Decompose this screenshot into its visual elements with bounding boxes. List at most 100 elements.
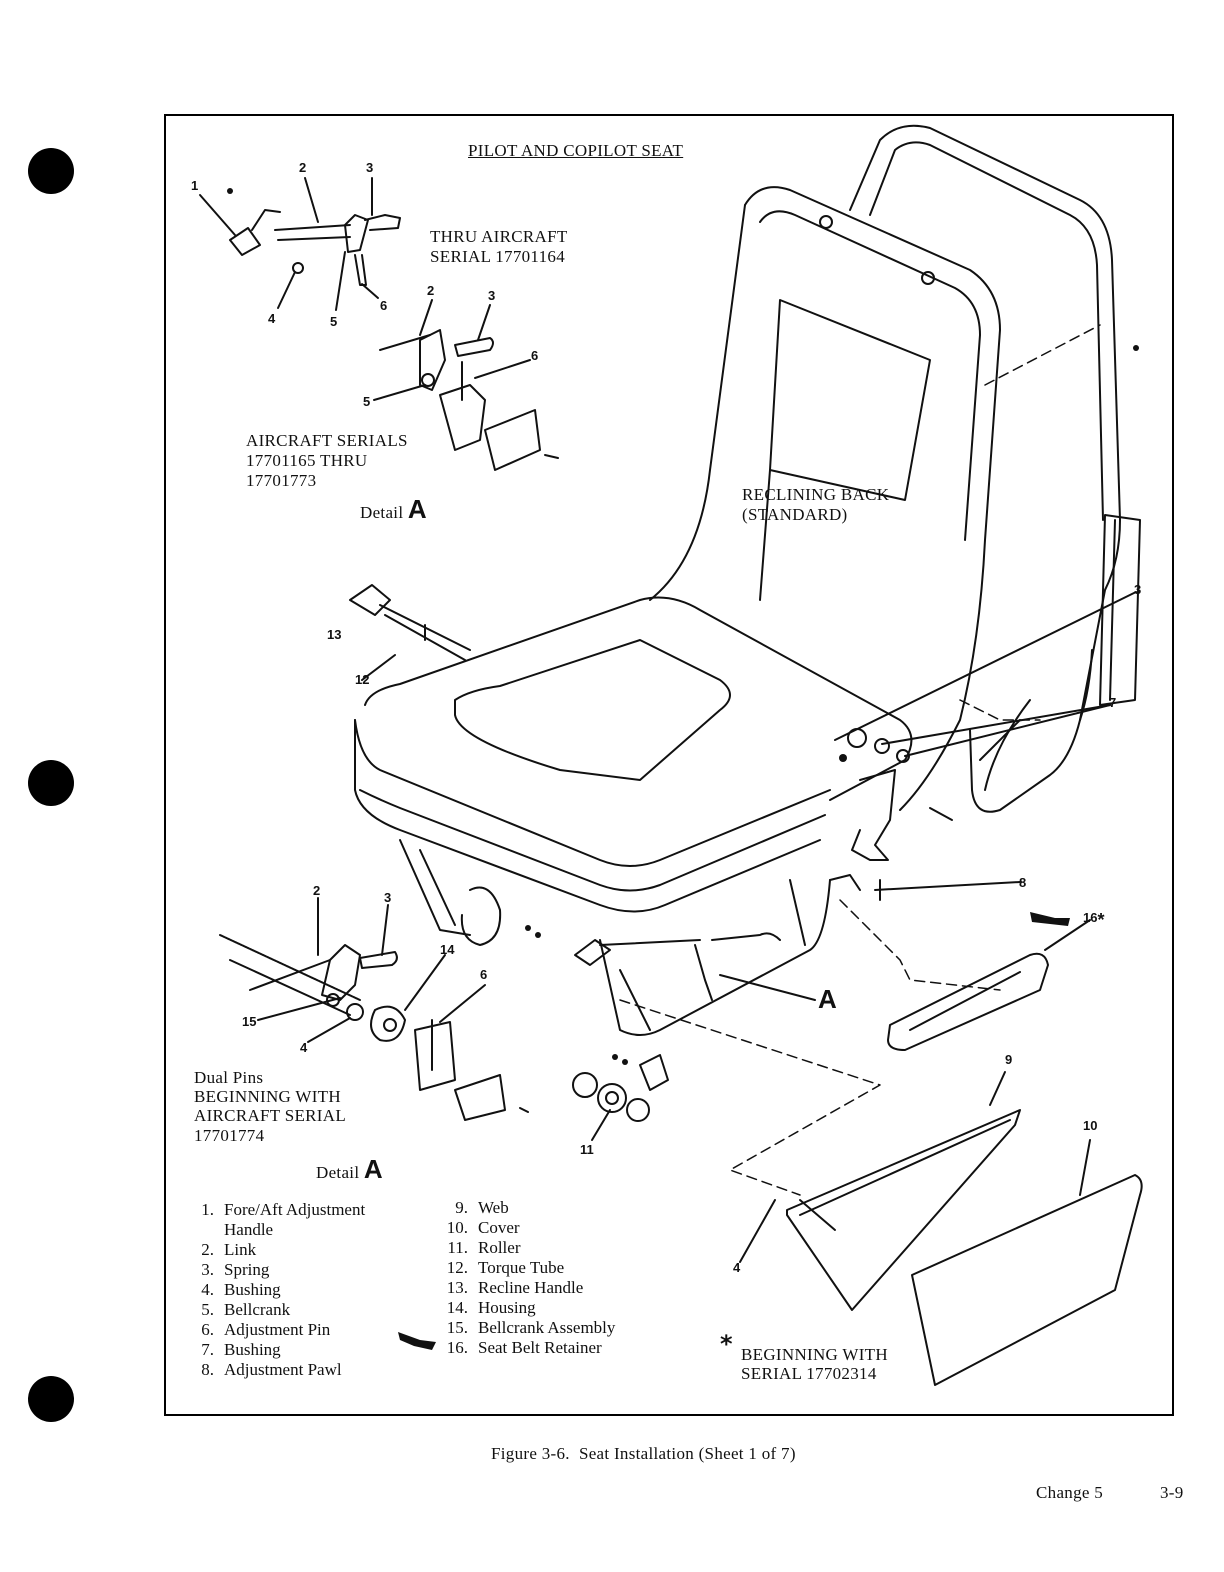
detail-a-callout: A	[818, 984, 837, 1014]
callout-13: 13	[327, 627, 342, 642]
binder-hole-bottom	[28, 1376, 74, 1422]
binder-hole-top	[28, 148, 74, 194]
legend-label-continuation: Handle	[224, 1220, 274, 1239]
callout-4: 4	[300, 1040, 308, 1055]
legend-number: 1.	[201, 1200, 214, 1219]
figure-caption: Figure 3-6. Seat Installation (Sheet 1 o…	[491, 1444, 796, 1463]
callout-1: 1	[191, 178, 199, 193]
legend-number: 4.	[201, 1280, 214, 1299]
legend-label: Link	[224, 1240, 257, 1259]
serial-note-line2: SERIAL 17702314	[741, 1364, 877, 1383]
detail-letter: A	[407, 494, 427, 524]
callout-2: 2	[299, 160, 307, 175]
seat-cushion	[354, 596, 913, 913]
legend-item: 1. Fore/Aft Adjustment	[180, 1200, 365, 1220]
callout-3: 3	[488, 288, 496, 303]
serial-range-label-line1: AIRCRAFT SERIALS	[246, 431, 408, 450]
legend-label: Adjustment Pin	[224, 1320, 331, 1339]
dual-pins-label-line1: Dual Pins	[194, 1068, 264, 1087]
callout-16-number: 16	[1083, 910, 1098, 925]
legend-label: Housing	[478, 1298, 536, 1317]
change-number: Change 5	[1036, 1483, 1104, 1502]
callout-11: 11	[580, 1142, 594, 1157]
legend-number: 6.	[201, 1320, 214, 1339]
legend-item: 16.Seat Belt Retainer	[434, 1338, 615, 1358]
dual-pins-label-line2: BEGINNING WITH	[194, 1087, 341, 1106]
legend-item: 12. Torque Tube	[434, 1258, 615, 1278]
legend-item: 7. Bushing	[180, 1340, 365, 1360]
legend-label: Bellcrank	[224, 1300, 291, 1319]
legend-item: 14.Housing	[434, 1298, 615, 1318]
legend-item-continuation: Handle	[180, 1220, 365, 1240]
callout-9: 9	[1005, 1052, 1013, 1067]
dual-pins-label-line4: 17701774	[194, 1126, 265, 1145]
legend-number: 12.	[446, 1258, 468, 1277]
detail-word: Detail	[360, 503, 404, 522]
callout-5: 5	[330, 314, 338, 329]
serial-note-line1: BEGINNING WITH	[741, 1345, 888, 1364]
page-number: 3-9	[1160, 1483, 1184, 1502]
legend-label: Fore/Aft Adjustment	[224, 1200, 366, 1219]
callout-5: 5	[363, 394, 371, 409]
figure-frame	[164, 114, 1174, 1416]
reclining-back-label-line2: (STANDARD)	[742, 505, 848, 524]
parts-legend-left: 1. Fore/Aft Adjustment Handle 2. Link 3. Sp…	[180, 1200, 365, 1380]
legend-number: 8.	[201, 1360, 214, 1379]
callout-6: 6	[531, 348, 539, 363]
legend-item: 10.Cover	[434, 1218, 615, 1238]
legend-item: 13. Recline Handle	[434, 1278, 615, 1298]
callout-14: 14	[440, 942, 455, 957]
detail-a-top-caption: Detail A	[360, 496, 427, 522]
detail-word: Detail	[316, 1163, 360, 1182]
callout-2: 2	[313, 883, 321, 898]
thru-serial-label-line2: SERIAL 17701164	[430, 247, 565, 266]
detail-a-bottom-caption: Detail A	[316, 1156, 383, 1182]
callout-6: 6	[480, 967, 488, 982]
callout-4: 4	[268, 311, 276, 326]
detail-letter: A	[363, 1154, 383, 1184]
legend-number: 3.	[201, 1260, 214, 1279]
binder-hole-middle	[28, 760, 74, 806]
callout-6: 6	[380, 298, 388, 313]
legend-number: 5.	[201, 1300, 214, 1319]
legend-item: 6. Adjustment Pin	[180, 1320, 365, 1340]
legend-item: 3. Spring	[180, 1260, 365, 1280]
thru-serial-label-line1: THRU AIRCRAFT	[430, 227, 568, 246]
legend-label: Spring	[224, 1260, 270, 1279]
legend-item: 4. Bushing	[180, 1280, 365, 1300]
legend-number: 9.	[455, 1198, 468, 1217]
callout-10: 10	[1083, 1118, 1098, 1133]
rear-backrest	[849, 124, 1121, 813]
legend-item: 15.Bellcrank Assembly	[434, 1318, 616, 1338]
legend-item: 11.Roller	[434, 1238, 615, 1258]
legend-label: Recline Handle	[478, 1278, 584, 1297]
callout-16: 16*	[1083, 910, 1104, 931]
legend-item: 8. Adjustment Pawl	[180, 1360, 365, 1380]
reclining-back-label-line1: RECLINING BACK	[742, 485, 890, 504]
legend-number: 15.	[446, 1318, 468, 1337]
callout-16-star: *	[1097, 910, 1105, 930]
legend-label: Web	[478, 1198, 509, 1217]
legend-label: Adjustment Pawl	[224, 1360, 342, 1379]
legend-label: Bushing	[224, 1340, 281, 1359]
legend-item: 5. Bellcrank	[180, 1300, 365, 1320]
callout-3: 3	[366, 160, 374, 175]
note-star: *	[720, 1330, 733, 1358]
callout-4: 4	[733, 1260, 741, 1275]
legend-label: Seat Belt Retainer	[478, 1338, 602, 1357]
legend-label: Roller	[478, 1238, 521, 1257]
legend-label: Torque Tube	[478, 1258, 565, 1277]
dual-pins-label-line3: AIRCRAFT SERIAL	[194, 1106, 347, 1125]
legend-number: 13.	[446, 1278, 468, 1297]
legend-item: 2. Link	[180, 1240, 365, 1260]
legend-number: 7.	[201, 1340, 214, 1359]
serial-range-label-line2: 17701165 THRU	[246, 451, 368, 470]
legend-number: 2.	[201, 1240, 214, 1259]
legend-label: Bushing	[224, 1280, 281, 1299]
callout-8: 8	[1019, 875, 1027, 890]
figure-title: PILOT AND COPILOT SEAT	[468, 141, 684, 160]
serial-range-label-line3: 17701773	[246, 471, 317, 490]
callout-7: 7	[1109, 695, 1117, 710]
callout-3: 3	[1134, 582, 1142, 597]
